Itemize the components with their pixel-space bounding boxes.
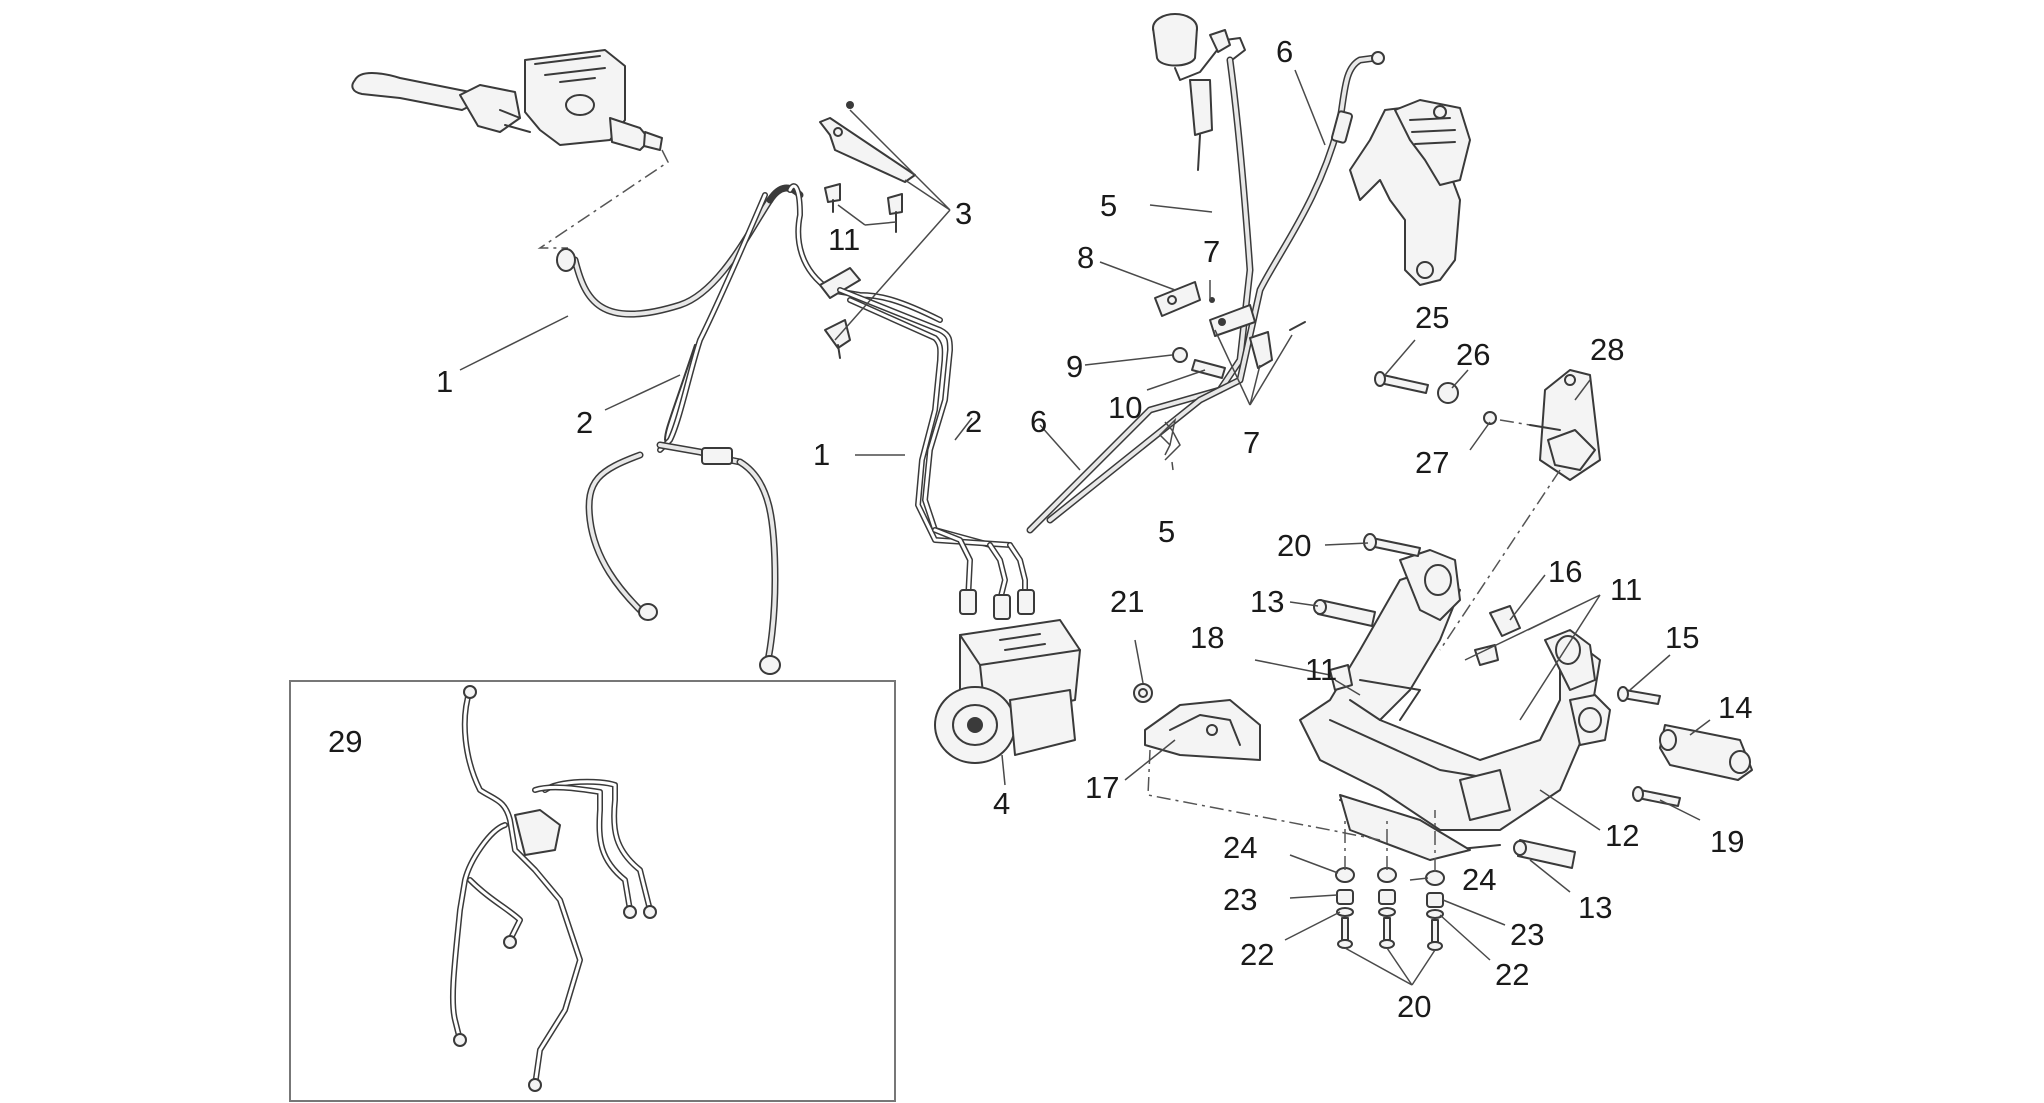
callout-17: 17 <box>1085 770 1119 805</box>
rear-brake-caliper <box>1349 99 1471 286</box>
callout-5: 5 <box>1158 514 1175 549</box>
rear-brake-hose-5 <box>1026 56 1254 534</box>
callout-14: 14 <box>1718 690 1752 725</box>
callout-7: 7 <box>1243 425 1260 460</box>
assembly-guide-line <box>1147 749 1381 841</box>
abs-mounting-bracket-12 <box>1299 549 1611 861</box>
callout-5: 5 <box>1100 188 1117 223</box>
callout-2: 2 <box>576 405 593 440</box>
bolt-25-spacer-26-washer-27 <box>1374 371 1497 425</box>
callout-11: 11 <box>828 222 860 257</box>
abs-control-unit-4 <box>934 619 1081 764</box>
callout-1: 1 <box>813 437 830 472</box>
callout-labels: 1 2 3 11 1 2 6 5 6 8 7 9 10 7 5 25 26 28… <box>328 34 1752 1024</box>
callout-25: 25 <box>1415 300 1449 335</box>
brake-hose-1 <box>556 184 804 318</box>
rubber-mount-13 <box>1313 599 1376 627</box>
callout-18: 18 <box>1190 620 1224 655</box>
callout-20: 20 <box>1277 528 1311 563</box>
callout-4: 4 <box>993 786 1010 821</box>
rear-brake-hose-6 <box>1046 51 1385 524</box>
callout-16: 16 <box>1548 554 1582 589</box>
callout-11: 11 <box>1610 572 1642 607</box>
front-brake-lever-master-cylinder <box>351 49 663 151</box>
callout-19: 19 <box>1710 824 1744 859</box>
callout-1: 1 <box>436 364 453 399</box>
rigid-brake-pipes <box>819 267 1035 620</box>
callout-7: 7 <box>1203 234 1220 269</box>
sensor-bracket-28 <box>1529 369 1601 481</box>
assembly-guide-line <box>537 149 669 249</box>
callout-11: 11 <box>1305 652 1337 687</box>
assembly-guide-line <box>1439 469 1561 651</box>
clamps-7-8-9-10 <box>1154 281 1306 379</box>
assembly-guide-line <box>1499 419 1531 426</box>
callout-10: 10 <box>1108 390 1142 425</box>
callout-22: 22 <box>1240 937 1274 972</box>
nut-21-clip-18 <box>1133 664 1353 703</box>
fasteners-20-22-23-24 <box>1335 867 1445 951</box>
rear-master-cylinder <box>1152 13 1246 171</box>
rubber-mount-13-lower <box>1513 839 1576 869</box>
callout-20: 20 <box>1397 989 1431 1024</box>
callout-26: 26 <box>1456 337 1490 372</box>
callout-21: 21 <box>1110 584 1144 619</box>
bolt-20-spacer-16 <box>1363 533 1521 666</box>
callout-23: 23 <box>1223 882 1257 917</box>
bracket-3 <box>819 101 916 359</box>
rubber-mount-14 <box>1659 724 1753 781</box>
callout-24: 24 <box>1462 862 1496 897</box>
callout-23: 23 <box>1510 917 1544 952</box>
callout-12: 12 <box>1605 818 1639 853</box>
callout-15: 15 <box>1665 620 1699 655</box>
callout-27: 27 <box>1415 445 1449 480</box>
callout-6: 6 <box>1030 404 1047 439</box>
inset-frame-29 <box>289 680 896 1102</box>
callout-8: 8 <box>1077 240 1094 275</box>
bolts-15-19 <box>1617 686 1681 807</box>
callout-29: 29 <box>328 724 362 759</box>
callout-3: 3 <box>955 196 972 231</box>
plate-17 <box>1144 699 1261 761</box>
callout-22: 22 <box>1495 957 1529 992</box>
callout-2: 2 <box>965 404 982 439</box>
assembly-guide-line <box>1344 810 1436 872</box>
callout-28: 28 <box>1590 332 1624 367</box>
callout-13: 13 <box>1250 584 1284 619</box>
callout-24: 24 <box>1223 830 1257 865</box>
callout-9: 9 <box>1066 349 1083 384</box>
callout-13: 13 <box>1578 890 1612 925</box>
leader-lines <box>459 69 1711 986</box>
front-brake-hose-2 <box>585 183 943 675</box>
callout-6: 6 <box>1276 34 1293 69</box>
